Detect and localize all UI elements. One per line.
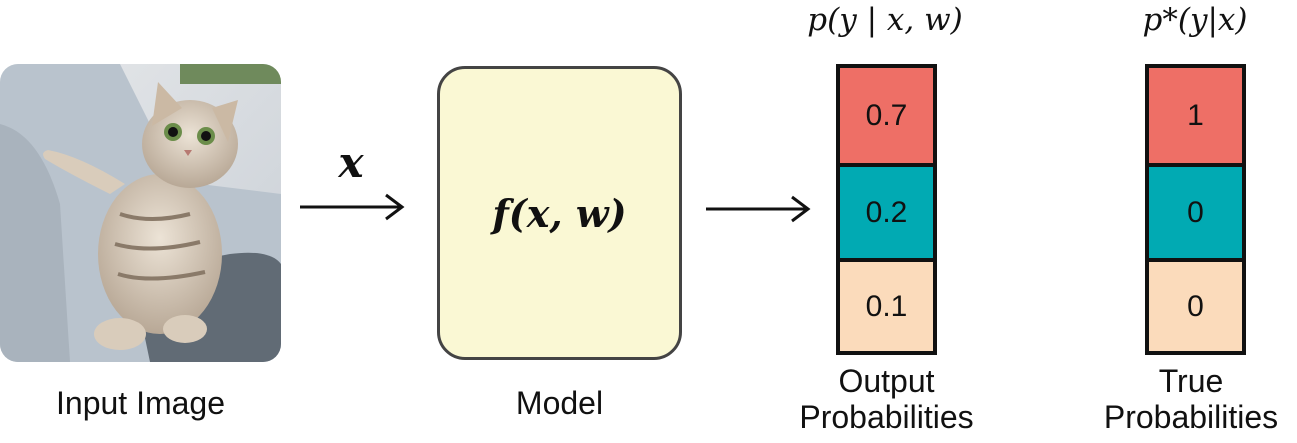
true-prob-class-3: 0	[1149, 258, 1242, 351]
input-image-caption: Input Image	[56, 385, 225, 421]
output-distribution-title: p(y | x, w)	[807, 2, 963, 38]
model-equation: f(x, w)	[492, 190, 627, 236]
output-prob-class-2: 0.2	[840, 163, 933, 258]
arrow-to-output-icon	[706, 195, 811, 223]
output-prob-class-3: 0.1	[840, 258, 933, 351]
output-caption-line1: Output	[838, 363, 935, 399]
model-caption: Model	[515, 385, 604, 421]
output-probability-bar: 0.7 0.2 0.1	[836, 64, 937, 355]
input-variable-label: x	[338, 138, 364, 187]
true-caption: True Probabilities	[1085, 363, 1297, 435]
output-caption: Output Probabilities	[760, 363, 1013, 435]
input-cat-image	[0, 64, 281, 362]
true-distribution-title: p*(y|x)	[1142, 2, 1248, 38]
true-prob-class-1: 1	[1149, 68, 1242, 163]
output-prob-class-1: 0.7	[840, 68, 933, 163]
true-caption-line2: Probabilities	[1103, 399, 1279, 435]
true-probability-bar: 1 0 0	[1145, 64, 1246, 355]
output-caption-line2: Probabilities	[799, 399, 974, 435]
model-box: f(x, w)	[437, 66, 682, 360]
true-prob-class-2: 0	[1149, 163, 1242, 258]
arrow-to-model-icon	[300, 193, 405, 221]
cat-photo-illustration	[0, 64, 281, 362]
true-caption-line1: True	[1158, 363, 1224, 399]
